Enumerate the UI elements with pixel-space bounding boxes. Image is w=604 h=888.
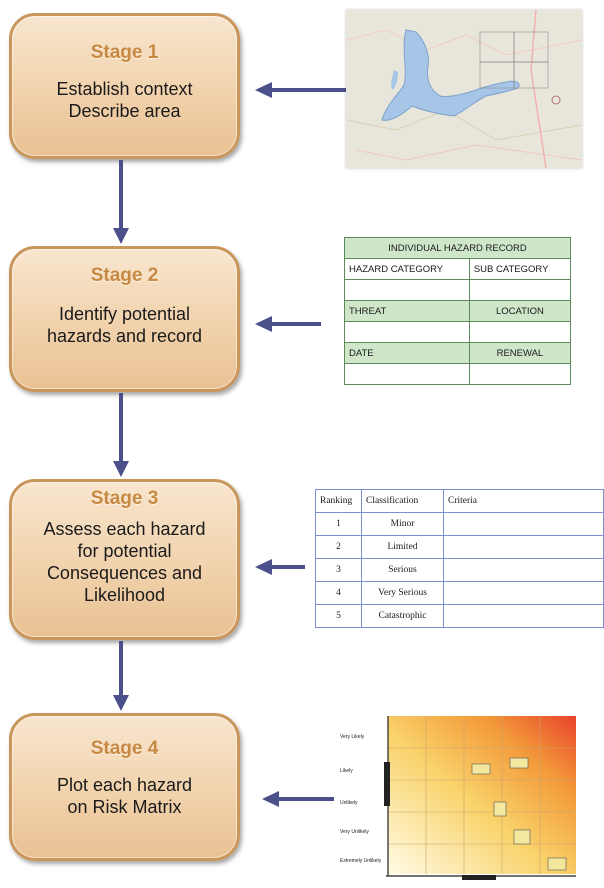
stage-3-line-1: Assess each hazard	[43, 519, 206, 539]
renewal-header: RENEWAL	[468, 342, 572, 364]
stage-1-box: Stage 1 Establish context Describe area	[9, 13, 240, 159]
stage-2-line-1: Identify potential	[58, 304, 191, 324]
classification-cell: Serious	[361, 558, 444, 582]
rank-cell: 1	[315, 512, 362, 536]
criteria-cell	[443, 512, 604, 536]
risk-matrix-grid	[384, 716, 576, 880]
stage-3-box: Stage 3 Assess each hazard for potential…	[9, 479, 240, 640]
classification-cell: Catastrophic	[361, 604, 444, 628]
stage-4-title: Stage 4	[90, 738, 159, 759]
matrix-row-label: Unlikely	[340, 800, 358, 806]
rank-cell: 3	[315, 558, 362, 582]
hazard-marker	[513, 829, 531, 845]
ranking-row: 3 Serious	[315, 558, 604, 582]
date-header: DATE	[344, 342, 470, 364]
hazard-record-title: INDIVIDUAL HAZARD RECORD	[344, 237, 571, 259]
criteria-cell	[443, 558, 604, 582]
stage-3-line-4: Likelihood	[83, 585, 166, 605]
threat-header: THREAT	[344, 300, 470, 322]
ranking-row: 1 Minor	[315, 512, 604, 536]
matrix-row-label: Very Likely	[340, 734, 365, 740]
hazard-category-cell	[344, 279, 470, 301]
stage-2-title: Stage 2	[90, 265, 159, 286]
criteria-cell	[443, 581, 604, 605]
criteria-cell	[443, 535, 604, 559]
area-map-image	[346, 10, 582, 168]
date-cell	[344, 363, 470, 385]
stage-3-title: Stage 3	[90, 488, 159, 509]
ranking-header: Ranking	[315, 489, 362, 513]
stage-1-line-1: Establish context	[56, 79, 193, 99]
hazard-marker	[547, 857, 567, 871]
threat-cell	[344, 321, 470, 343]
renewal-cell	[468, 363, 572, 385]
matrix-row-label: Very Unlikely	[340, 829, 369, 835]
left-arrow-2	[255, 316, 321, 332]
criteria-cell	[443, 604, 604, 628]
rank-cell: 4	[315, 581, 362, 605]
left-arrow-1	[255, 82, 347, 98]
criteria-header: Criteria	[443, 489, 604, 513]
left-arrow-4	[262, 791, 334, 807]
stage-4-line-2: on Risk Matrix	[67, 797, 182, 817]
ranking-table: Ranking Classification Criteria 1 Minor …	[315, 489, 604, 628]
hazard-record-table: INDIVIDUAL HAZARD RECORD HAZARD CATEGORY…	[344, 237, 572, 385]
classification-cell: Very Serious	[361, 581, 444, 605]
classification-cell: Minor	[361, 512, 444, 536]
ranking-row: 5 Catastrophic	[315, 604, 604, 628]
stage-2-box: Stage 2 Identify potential hazards and r…	[9, 246, 240, 392]
rank-cell: 5	[315, 604, 362, 628]
stage-4-box: Stage 4 Plot each hazard on Risk Matrix	[9, 713, 240, 861]
stage-1-title: Stage 1	[90, 42, 159, 63]
hazard-marker	[509, 757, 529, 769]
down-arrow-2	[113, 393, 129, 477]
location-header: LOCATION	[468, 300, 572, 322]
hazard-marker	[471, 763, 491, 775]
risk-matrix: Very Likely Likely Unlikely Very Unlikel…	[340, 712, 580, 882]
hazard-marker	[493, 801, 507, 817]
ranking-row: 2 Limited	[315, 535, 604, 559]
stage-3-line-2: for potential	[77, 541, 172, 561]
left-arrow-3	[255, 559, 305, 575]
stage-3-line-3: Consequences and	[46, 563, 203, 583]
location-cell	[468, 321, 572, 343]
matrix-row-label: Extremely Unlikely	[340, 858, 382, 864]
sub-category-header: SUB CATEGORY	[468, 258, 572, 280]
ranking-row: 4 Very Serious	[315, 581, 604, 605]
stage-2-line-2: hazards and record	[46, 326, 203, 346]
matrix-row-label: Likely	[340, 768, 353, 774]
classification-cell: Limited	[361, 535, 444, 559]
classification-header: Classification	[361, 489, 444, 513]
hazard-category-header: HAZARD CATEGORY	[344, 258, 470, 280]
down-arrow-1	[113, 160, 129, 244]
stage-4-line-1: Plot each hazard	[56, 775, 193, 795]
rank-cell: 2	[315, 535, 362, 559]
sub-category-cell	[468, 279, 572, 301]
down-arrow-3	[113, 641, 129, 711]
stage-1-line-2: Describe area	[68, 101, 181, 121]
